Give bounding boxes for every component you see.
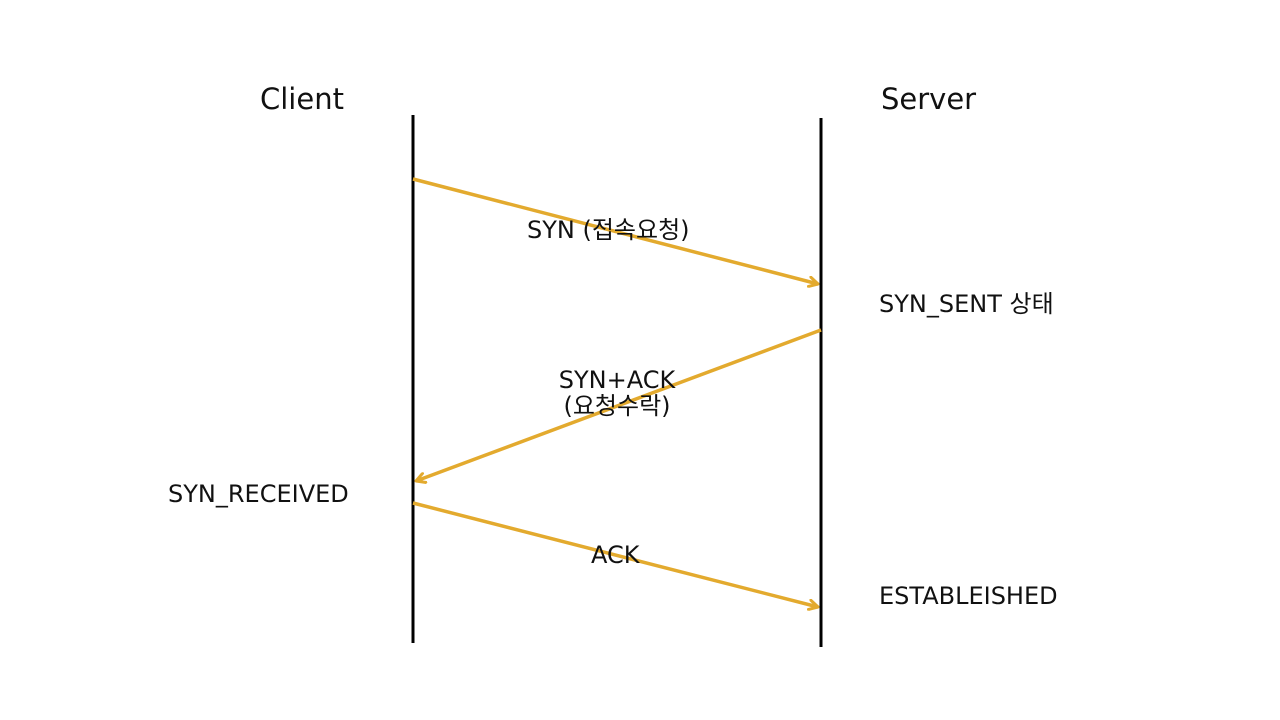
syn-ack-message-label: SYN+ACK (요청수락): [540, 367, 694, 420]
client-label: Client: [260, 82, 344, 116]
syn-ack-arrow: [416, 328, 822, 481]
server-state-syn-sent: SYN_SENT 상태: [879, 290, 1054, 318]
syn-ack-label-line2: (요청수락): [563, 392, 671, 421]
syn-message-label: SYN (접속요청): [527, 216, 690, 244]
ack-arrow: [412, 501, 818, 607]
ack-message-label: ACK: [591, 541, 640, 569]
syn-arrow: [412, 177, 818, 284]
server-label: Server: [881, 82, 977, 116]
syn-ack-label-line1: SYN+ACK: [558, 366, 676, 394]
client-state-syn-received: SYN_RECEIVED: [168, 480, 349, 508]
server-state-established: ESTABLEISHED: [879, 582, 1058, 610]
